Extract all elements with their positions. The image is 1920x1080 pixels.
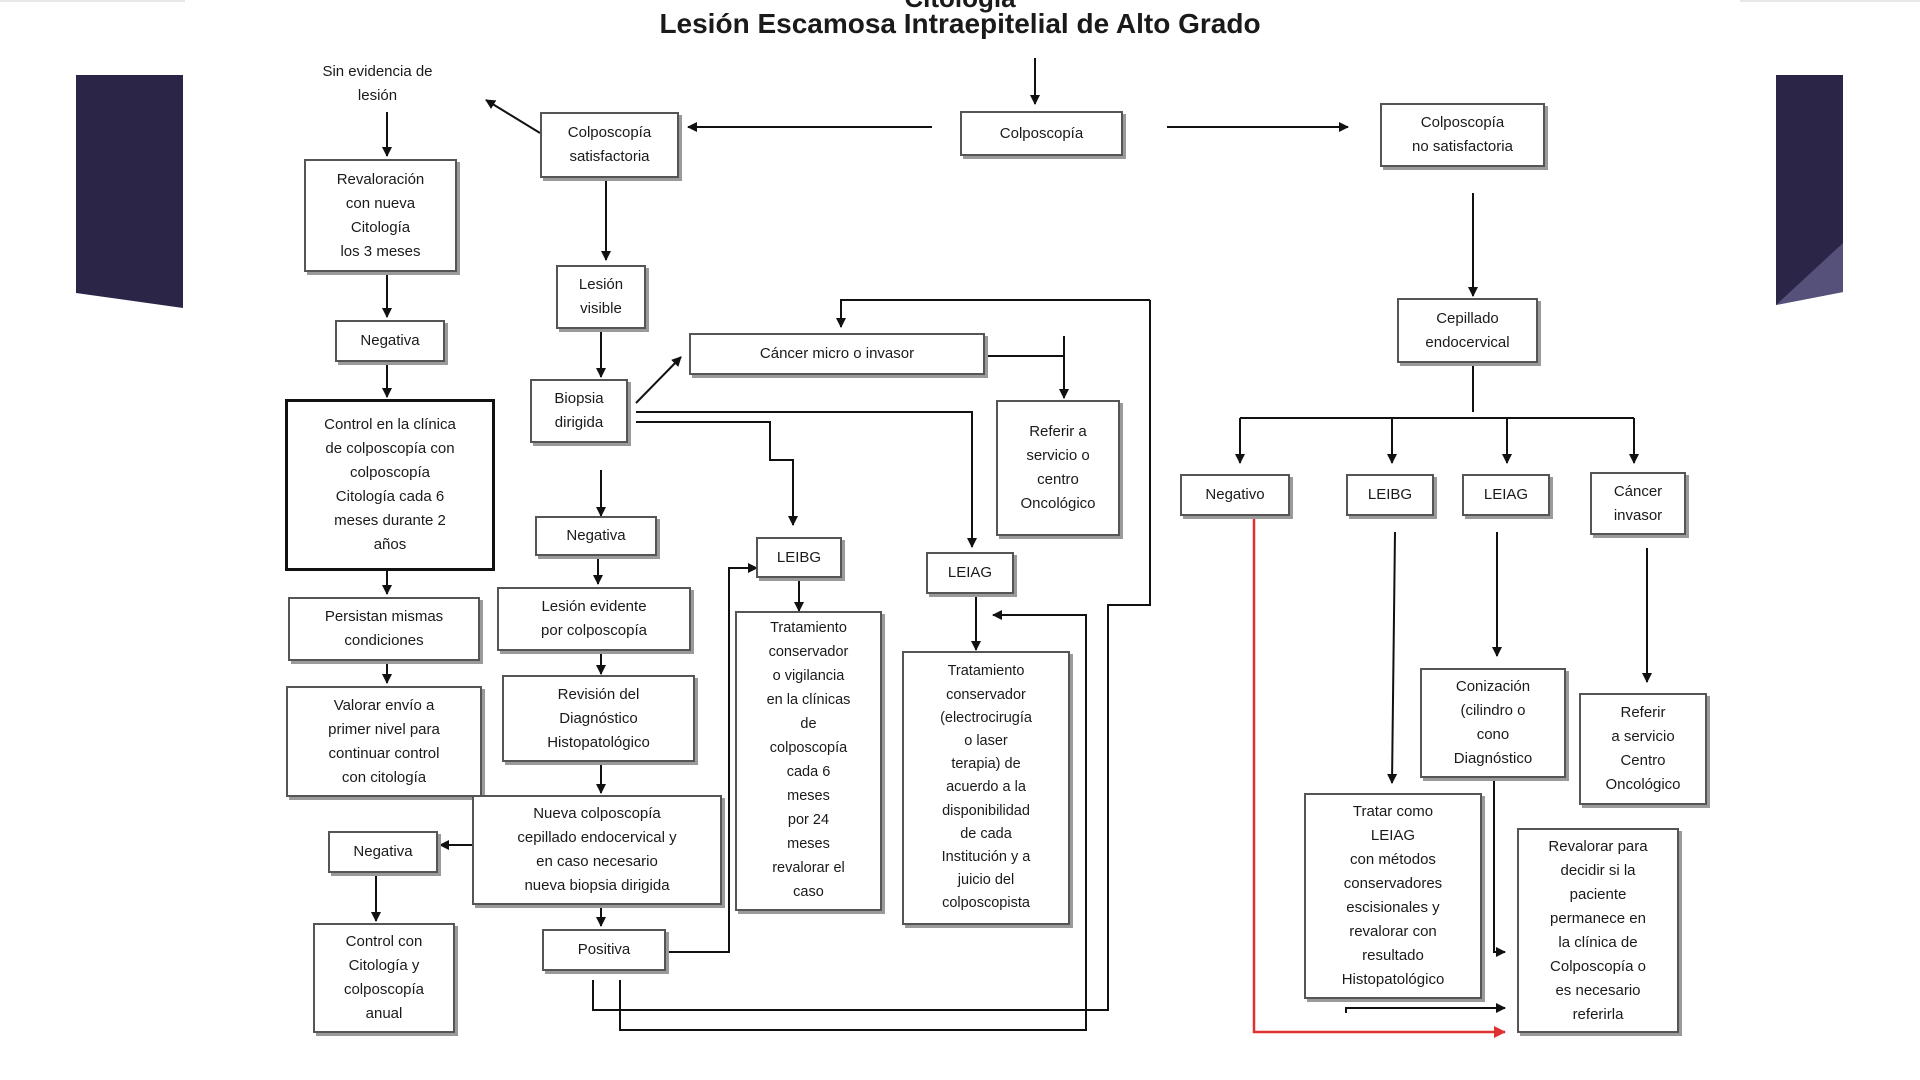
- node-revalorar: Revalorar para decidir si la paciente pe…: [1517, 828, 1679, 1033]
- node-tratar-como-leiag: Tratar como LEIAG con métodos conservado…: [1304, 793, 1482, 999]
- node-negativa-4: Negativa: [328, 831, 438, 873]
- node-positiva: Positiva: [542, 929, 666, 971]
- node-cancer-micro: Cáncer micro o invasor: [689, 333, 985, 375]
- node-revaloracion: Revaloración con nueva Citología los 3 m…: [304, 159, 457, 272]
- node-negativa-1: Negativa: [335, 320, 445, 362]
- node-lesion-evidente: Lesión evidente por colposcopía: [497, 587, 691, 651]
- node-cepillado-endocervical: Cepillado endocervical: [1397, 298, 1538, 363]
- node-sin-evidencia: Sin evidencia de lesión: [322, 63, 433, 104]
- node-lesion-visible: Lesión visible: [556, 265, 646, 329]
- node-nueva-colposcopia: Nueva colposcopía cepillado endocervical…: [472, 795, 722, 905]
- node-leiag-r: LEIAG: [1462, 474, 1550, 516]
- node-referir-oncologico: Referir a servicio o centro Oncológico: [996, 400, 1120, 536]
- left-decoration: [0, 0, 185, 308]
- node-control-anual: Control con Citología y colposcopía anua…: [313, 923, 455, 1033]
- node-colposcopia-satisfactoria: Colposcopía satisfactoria: [540, 112, 679, 178]
- node-revision-diagnostico: Revisión del Diagnóstico Histopatológico: [502, 675, 695, 762]
- node-colposcopia: Colposcopía: [960, 111, 1123, 156]
- node-leibg-1: LEIBG: [756, 537, 842, 578]
- node-persistan: Persistan mismas condiciones: [288, 597, 480, 661]
- slide-title: Lesión Escamosa Intraepitelial de Alto G…: [659, 8, 1261, 39]
- node-leibg-r: LEIBG: [1346, 474, 1434, 516]
- slide-supertitle: Citología: [0, 0, 1920, 14]
- node-negativa-2: Negativa: [535, 516, 657, 556]
- node-tratamiento-conservador-2: Tratamiento conservador (electrocirugía …: [902, 651, 1070, 925]
- node-valorar-envio: Valorar envío a primer nivel para contin…: [286, 686, 482, 797]
- node-cancer-invasor: Cáncer invasor: [1590, 472, 1686, 535]
- node-control-clinica: Control en la clínica de colposcopía con…: [285, 399, 495, 571]
- node-colposcopia-no-satisfactoria: Colposcopía no satisfactoria: [1380, 103, 1545, 167]
- node-tratamiento-conservador-1: Tratamiento conservador o vigilancia en …: [735, 611, 882, 911]
- node-leiag-1: LEIAG: [926, 552, 1014, 594]
- node-conizacion: Conización (cilindro o cono Diagnóstico: [1420, 668, 1566, 778]
- node-referir-servicio: Referir a servicio Centro Oncológico: [1579, 693, 1707, 805]
- node-negativo-r: Negativo: [1180, 474, 1290, 516]
- node-biopsia-dirigida: Biopsia dirigida: [530, 379, 628, 443]
- right-decoration: [1740, 0, 1920, 305]
